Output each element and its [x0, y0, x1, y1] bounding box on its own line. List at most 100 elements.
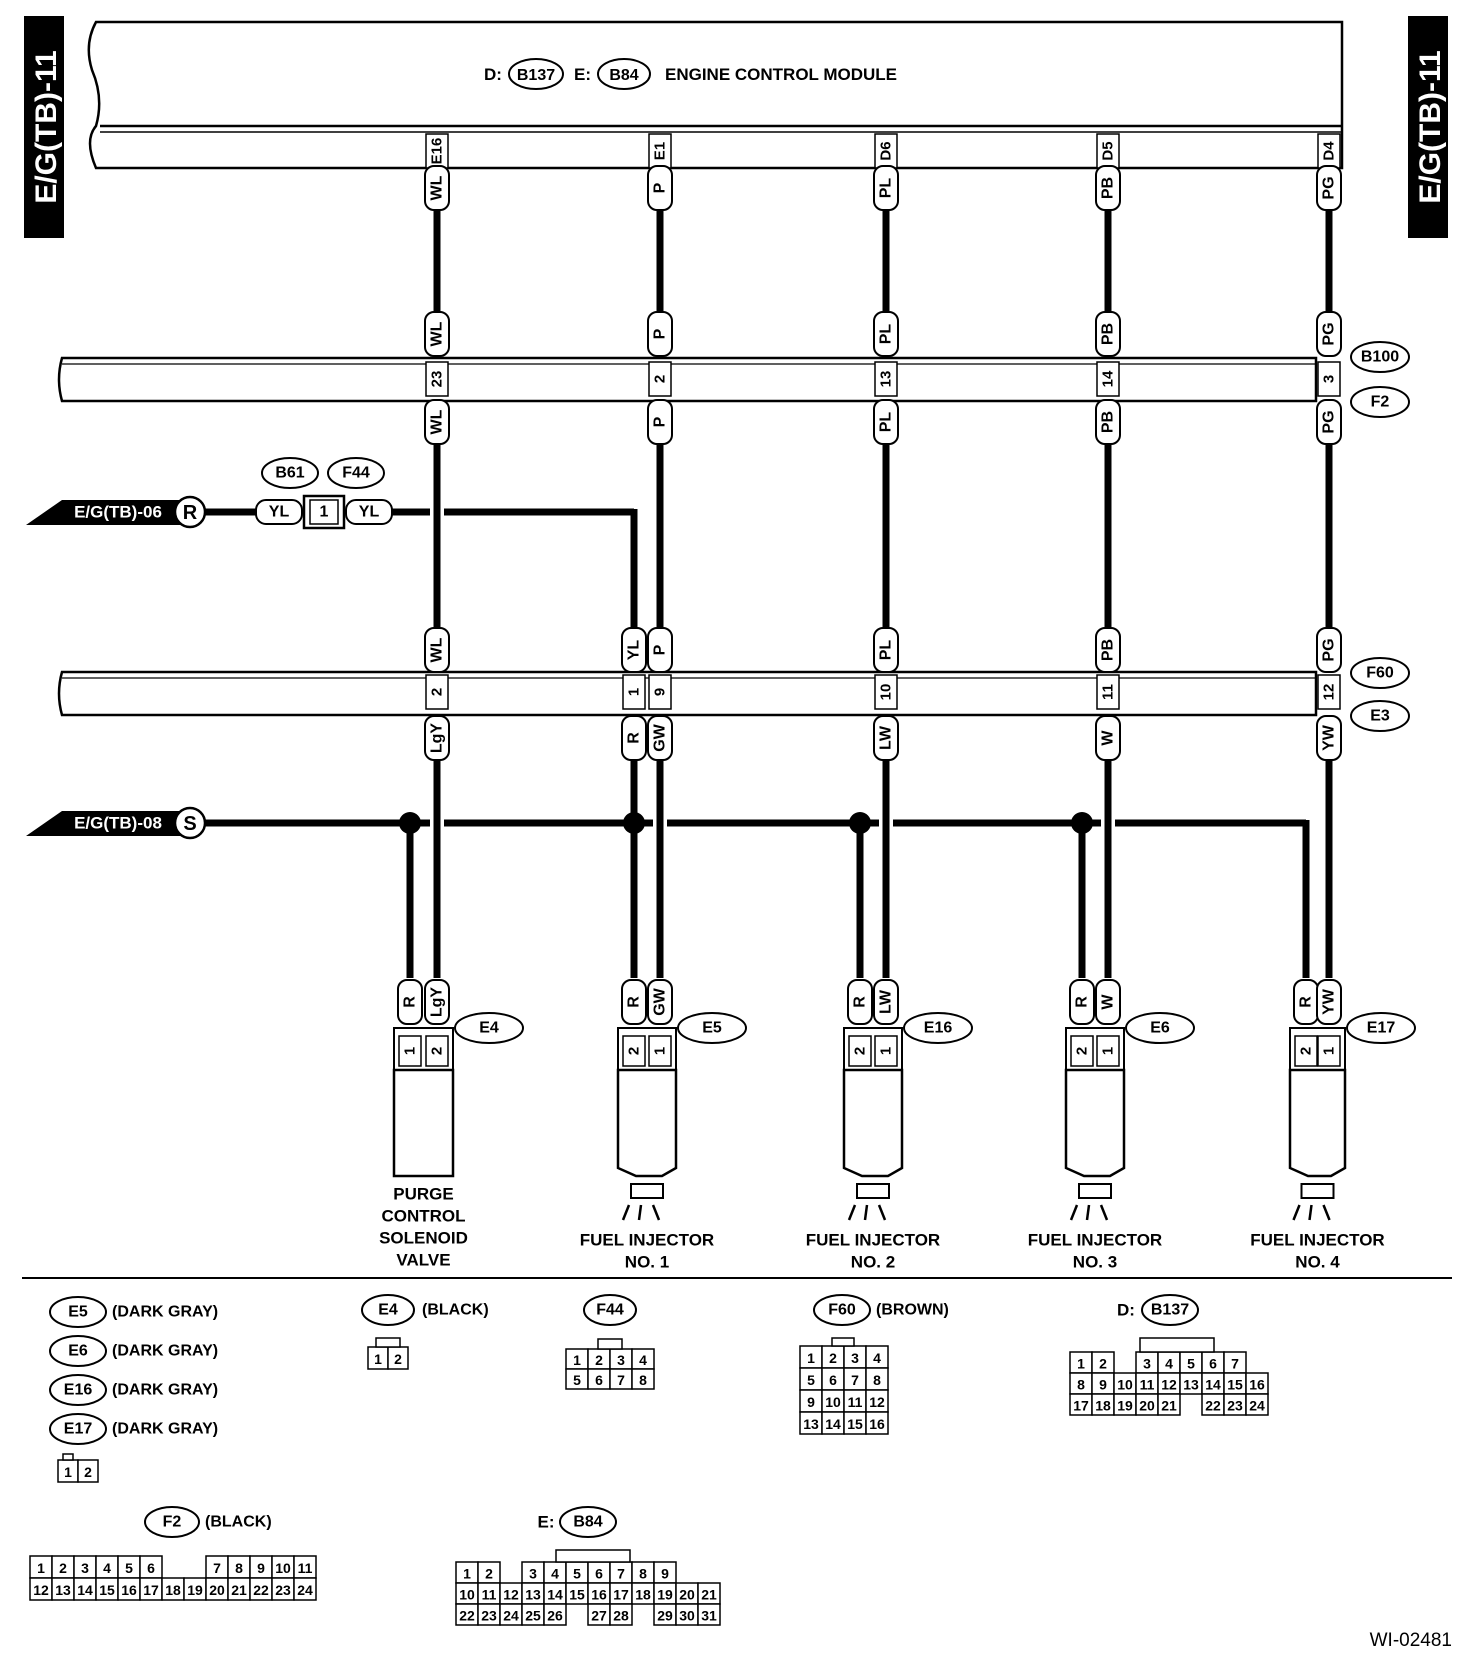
legend-b84-pin: 13: [525, 1587, 541, 1603]
injector-body: [1064, 1068, 1126, 1178]
device-wire-tag: R: [1074, 996, 1091, 1008]
ref-arrow-r: [26, 500, 184, 525]
injector-nozzle: [1300, 1183, 1335, 1199]
device-pin-left: 1: [402, 1047, 419, 1055]
device-pin-right: 1: [652, 1047, 669, 1055]
device-wire-tag-box: [647, 979, 673, 1025]
legend-b84-latch: [555, 1549, 631, 1563]
legend-connector-badge: B137: [1151, 1302, 1189, 1319]
device-label-line: NO. 1: [625, 1253, 669, 1272]
harness-pin-label: 1: [626, 688, 643, 696]
device-pin-left: 2: [1074, 1047, 1091, 1055]
legend-b84-pin: 8: [639, 1566, 647, 1582]
wire-color-tag: P: [652, 416, 669, 427]
harness-pin-label: 9: [652, 688, 669, 696]
legend-f2-pin: 17: [143, 1582, 159, 1598]
legend-f2-pin: 16: [121, 1582, 137, 1598]
harness-connector-badge: B100: [1361, 349, 1399, 366]
legend-f44-cell: [631, 1368, 655, 1390]
legend-b84-pin: 17: [613, 1587, 629, 1603]
wire-color-tag: PB: [1100, 411, 1117, 433]
legend-f60-pin: 15: [847, 1416, 863, 1432]
legend-b84-pin: 14: [547, 1587, 563, 1603]
legend-f2-pin: 3: [81, 1560, 89, 1576]
legend-b84-cell: [697, 1603, 721, 1626]
spray-mark: [1099, 1204, 1109, 1221]
harness-pin-label-box: [1096, 361, 1120, 397]
ecm-conn-d-badge: [508, 58, 564, 90]
harness-pin-label: 12: [1321, 684, 1338, 701]
ref-arrow-s: [26, 811, 184, 836]
device-wire-tag-box: [1316, 979, 1342, 1025]
spray-mark: [877, 1204, 887, 1221]
wire-color-tag: LgY: [429, 723, 446, 754]
legend-f2-pin: 4: [103, 1560, 111, 1576]
legend-f2-pin: 11: [298, 1560, 313, 1576]
legend-connector-badge: F60: [828, 1302, 856, 1319]
injector-body: [1288, 1068, 1347, 1178]
device-label-line: NO. 3: [1073, 1253, 1117, 1272]
legend-f44-pin: 6: [595, 1372, 603, 1388]
legend-connector-color: (BLACK): [205, 1514, 272, 1531]
legend-connector-badge-badge: [49, 1296, 107, 1328]
legend-b137-pin: 18: [1095, 1398, 1111, 1414]
wire-color-tag: PG: [1321, 176, 1338, 199]
legend-b137-cell: [1157, 1393, 1181, 1416]
legend-f44-pin: 1: [573, 1352, 581, 1368]
legend-b137-pin: 13: [1183, 1377, 1199, 1393]
wire-color-tag: PG: [1321, 322, 1338, 345]
device-connector-badge: E6: [1150, 1020, 1170, 1037]
legend-connector-color: (BLACK): [422, 1302, 489, 1319]
injector-body: [842, 1068, 904, 1178]
device-pin-left: 2: [1298, 1047, 1315, 1055]
harness-connector-badge-badge: [1350, 386, 1410, 418]
legend-connector-badge: E16: [64, 1382, 93, 1399]
device-label-line: FUEL INJECTOR: [806, 1231, 940, 1250]
legend-f60-pin: 14: [825, 1416, 841, 1432]
device-pin-box: [874, 1035, 898, 1067]
device-pin-box: [425, 1035, 449, 1067]
wire-color-tag-box: [1316, 311, 1342, 357]
legend-f2-pin: 19: [187, 1582, 203, 1598]
device-wire-tag: R: [402, 996, 419, 1008]
device-wire-tag-box: [397, 979, 423, 1025]
device-label-line: SOLENOID: [379, 1229, 468, 1248]
device-wire-tag-box: [1069, 979, 1095, 1025]
legend-e4-pin: 2: [394, 1351, 402, 1367]
ref-label-r: E/G(TB)-06: [74, 503, 162, 522]
legend-b84-pin: 22: [459, 1608, 475, 1624]
injector-nozzle: [856, 1183, 890, 1199]
wire-color-tag-box: [1095, 311, 1121, 357]
legend-f44-pin: 2: [595, 1352, 603, 1368]
wire-color-tag: P: [652, 328, 669, 339]
wire-color-tag: P: [652, 182, 669, 193]
legend-e-injector-pin: 2: [84, 1464, 92, 1480]
legend-f44-pin: 4: [639, 1352, 647, 1368]
harness-pin-label: 14: [1100, 370, 1117, 387]
legend-connector-badge: F2: [163, 1514, 182, 1531]
harness-connector-badge: F60: [1366, 665, 1394, 682]
device-wire-tag-box: [847, 979, 873, 1025]
legend-f44-pin: 5: [573, 1372, 581, 1388]
legend-f2-pin: 7: [213, 1560, 221, 1576]
legend-b84-pin: 10: [459, 1587, 475, 1603]
legend-b137-pin: 12: [1161, 1377, 1177, 1393]
legend-b84-pin: 7: [617, 1566, 625, 1582]
solenoid-valve-body: [392, 1068, 455, 1178]
wire-color-tag: WL: [429, 321, 446, 346]
ecm-conn-e-badge: [597, 58, 651, 90]
device-pin-box: [1294, 1035, 1318, 1067]
spray-mark: [621, 1204, 631, 1221]
legend-e4-latch: [375, 1337, 401, 1348]
wire-color-tag-box: [424, 165, 450, 211]
wire-color-tag-box: [873, 311, 899, 357]
legend-f2-pin: 24: [297, 1582, 313, 1598]
wire-color-tag-box: [1316, 715, 1342, 761]
harness-pin-label-box: [622, 674, 646, 710]
legend-b84-pin: 1: [463, 1566, 471, 1582]
legend-b84-pin: 30: [679, 1608, 695, 1624]
ecm-pin-label: E1: [652, 142, 669, 160]
ecm-title: ENGINE CONTROL MODULE: [665, 65, 897, 84]
harness-pin-label-box: [425, 361, 449, 397]
